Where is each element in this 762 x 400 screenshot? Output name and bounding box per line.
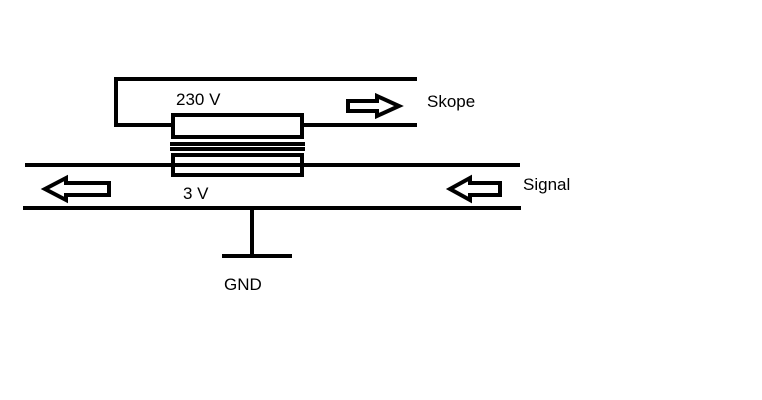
signal-label: Signal — [523, 175, 571, 194]
primary-voltage-label: 230 V — [176, 90, 221, 109]
secondary-voltage-label: 3 V — [183, 184, 209, 203]
arrow-left-icon — [40, 174, 111, 204]
arrow-left-icon — [445, 174, 502, 204]
arrow-right-icon — [346, 92, 404, 120]
primary-winding — [171, 113, 304, 139]
ground-label: GND — [224, 275, 262, 294]
skope-label: Skope — [427, 92, 476, 111]
